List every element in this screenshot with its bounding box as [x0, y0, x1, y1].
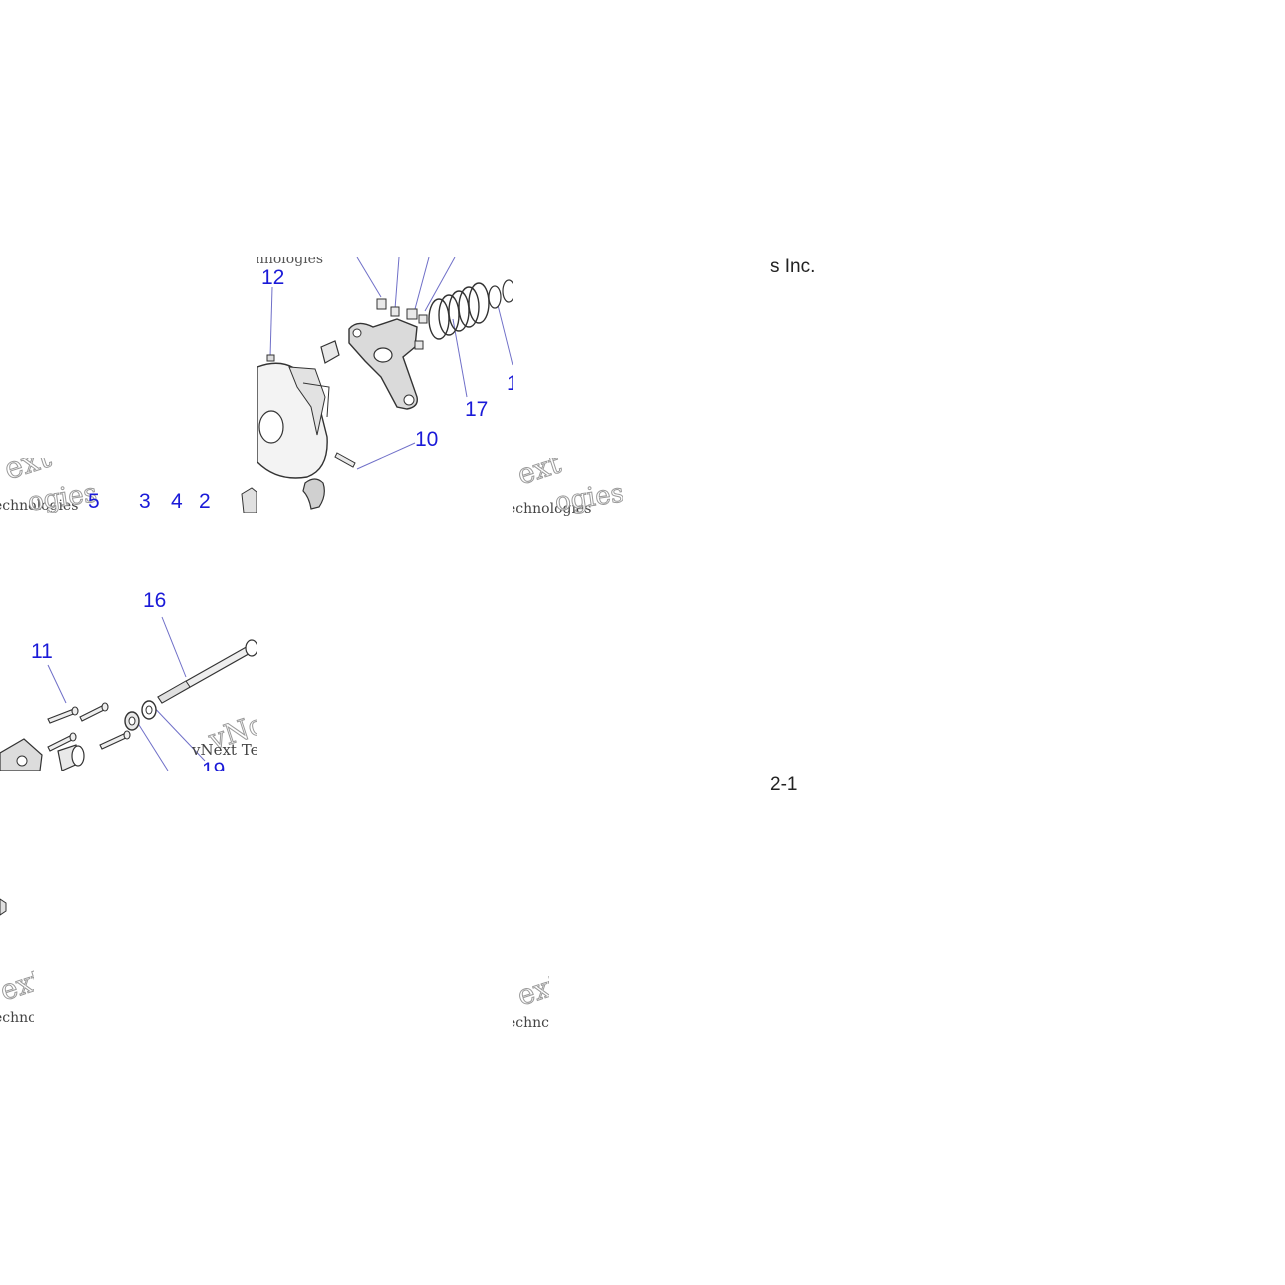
watermark-brand-full: vNext Te: [192, 741, 257, 759]
exploded-view-lower: [0, 616, 257, 771]
callout-4: 4: [171, 490, 183, 513]
company-name: s Inc.: [770, 256, 816, 277]
diagram-tile-lower: 16 11 19 vNc vNext Te: [0, 585, 257, 771]
watermark-brand-bottom-mid: ext: [513, 975, 549, 1013]
company-name-fragment: s Inc.: [770, 256, 850, 278]
callout-3: 3: [139, 490, 151, 513]
callout-1: 1: [507, 372, 513, 395]
watermark-brand-bottom-left: ext: [0, 970, 34, 1008]
callout-5: 5: [88, 490, 100, 513]
watermark-technologies-right: echnologies: [513, 501, 592, 517]
callout-12: 12: [261, 266, 285, 289]
spring: [428, 282, 490, 340]
page-number: 2-1: [770, 774, 798, 795]
diagram-tile-watermark-bottom-mid: ext echnc: [513, 975, 549, 1035]
callout-11: 11: [31, 640, 53, 663]
callout-2: 2: [199, 490, 211, 513]
watermark-technologies-bottom-mid: echnc: [513, 1015, 549, 1031]
diagram-tile-fragment: [0, 895, 10, 919]
watermark-ogies-right: ogies: [553, 478, 623, 518]
diagram-tile-watermark-bottom-left: ext echnc: [0, 970, 34, 1030]
fragment-part: [0, 898, 7, 916]
strip-parts: [241, 487, 257, 513]
page-number-fragment: 2-1: [770, 774, 810, 796]
watermark-technologies-left: echnologies: [0, 498, 79, 513]
watermark-technologies-bottom-left: echnc: [0, 1010, 34, 1026]
callout-19: 19: [202, 759, 226, 771]
spider: [348, 318, 418, 410]
diagram-tile-callout-strip: ext echnologies ogies 5 3 4 2: [0, 458, 257, 513]
exploded-view-upper: [257, 257, 513, 510]
callout-10: 10: [415, 428, 439, 451]
watermark-technologies-top: chnologies: [257, 257, 324, 267]
shaft: [157, 639, 257, 704]
diagram-tile-upper: 12 17 1 10 chnologies: [257, 257, 513, 513]
callout-16: 16: [143, 589, 167, 612]
callout-17: 17: [465, 398, 489, 421]
diagram-tile-watermark-right: ext echnologies ogies: [513, 458, 623, 518]
